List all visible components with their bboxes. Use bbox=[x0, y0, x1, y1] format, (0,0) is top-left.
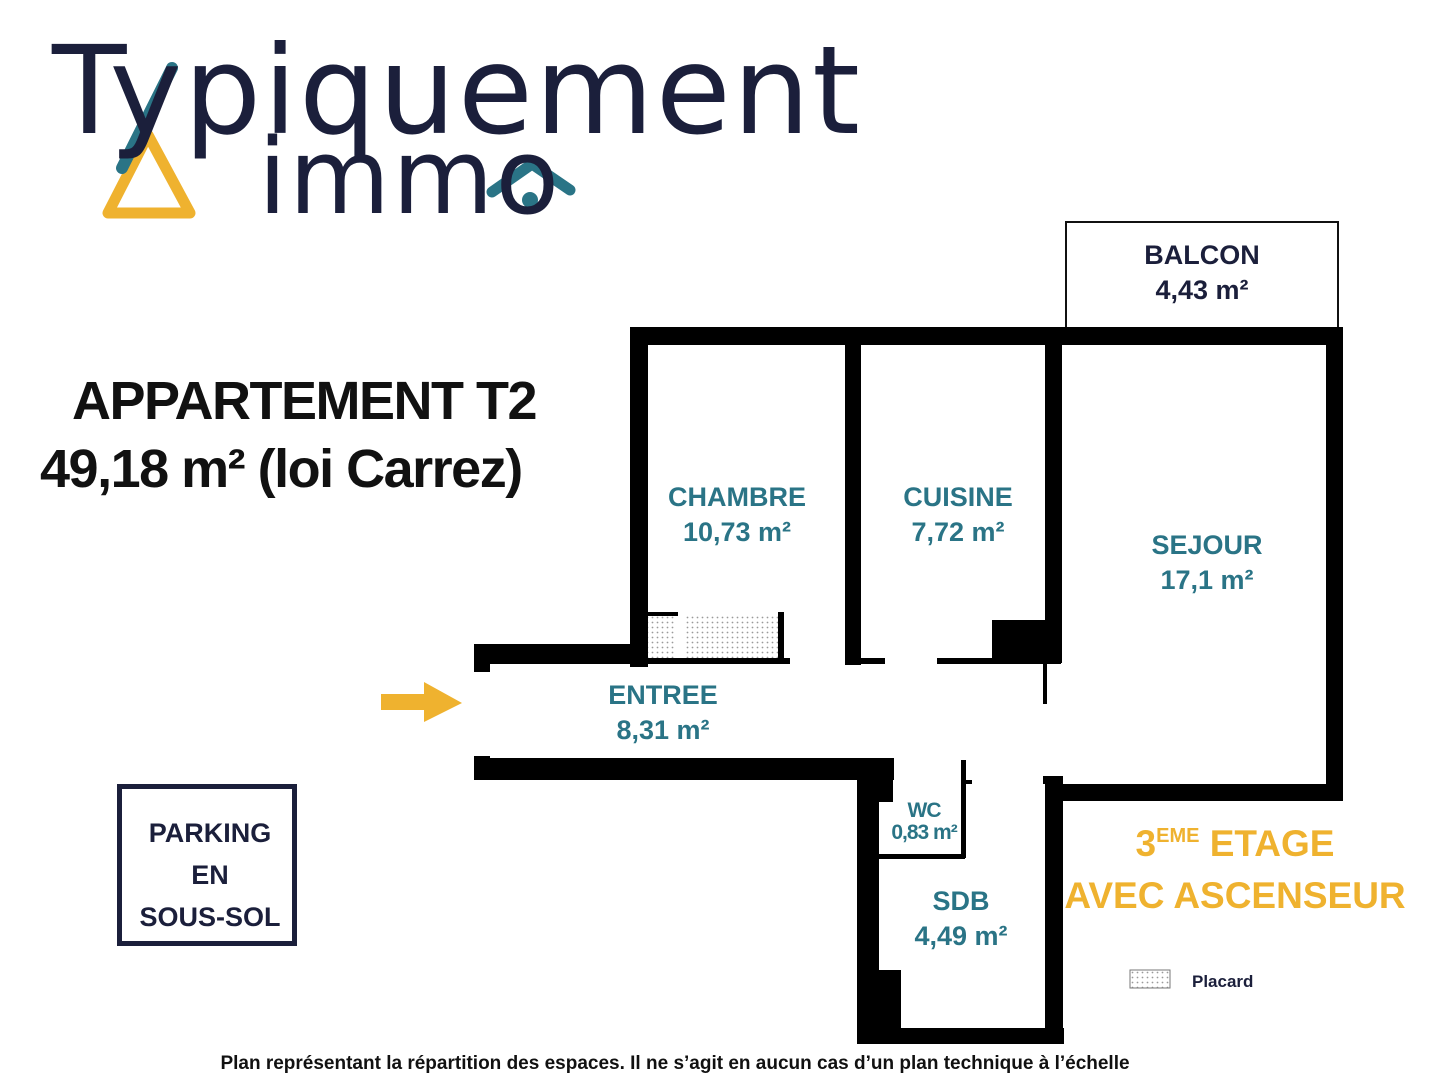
disclaimer: Plan représentant la répartition des esp… bbox=[220, 1053, 1130, 1074]
floor-suffix: EME bbox=[1156, 825, 1200, 847]
closet-pattern-icon bbox=[1129, 969, 1171, 989]
walls bbox=[474, 327, 1343, 1044]
logo-subword: immo bbox=[258, 116, 562, 238]
parking-line: PARKING bbox=[148, 818, 272, 848]
room-entree: ENTREE 8,31 m² bbox=[563, 678, 763, 748]
floor-label: ETAGE bbox=[1209, 823, 1335, 864]
room-name: BALCON bbox=[1144, 240, 1260, 270]
room-cuisine: CUISINE 7,72 m² bbox=[868, 480, 1048, 550]
house-icon bbox=[486, 158, 576, 208]
room-area: 4,43 m² bbox=[1155, 275, 1249, 306]
room-name: WC bbox=[907, 799, 942, 822]
parking-line: SOUS-SOL bbox=[139, 902, 281, 932]
floor-number: 3 bbox=[1135, 823, 1157, 864]
room-area: 8,31 m² bbox=[616, 715, 710, 746]
room-wc: WC 0,83 m² bbox=[876, 799, 972, 845]
floor-info: 3EME ETAGE AVEC ASCENSEUR bbox=[1060, 810, 1410, 922]
room-area: 0,83 m² bbox=[891, 821, 957, 845]
room-area: 4,49 m² bbox=[914, 921, 1008, 952]
parking-line: EN bbox=[191, 860, 229, 890]
logo-wordmark: Typiquement bbox=[52, 20, 862, 162]
property-type: APPARTEMENT T2 bbox=[72, 371, 538, 431]
room-name: SDB bbox=[932, 886, 990, 916]
elevator-note: AVEC ASCENSEUR bbox=[1064, 875, 1406, 916]
room-area: 17,1 m² bbox=[1160, 565, 1254, 596]
placard-entree bbox=[648, 616, 676, 658]
room-name: SEJOUR bbox=[1151, 530, 1263, 560]
parking-box bbox=[117, 784, 297, 946]
room-area: 7,72 m² bbox=[911, 517, 1005, 548]
placard-chambre bbox=[684, 616, 778, 658]
room-sdb: SDB 4,49 m² bbox=[880, 884, 1042, 954]
teepee-icon bbox=[102, 62, 196, 219]
room-name: CHAMBRE bbox=[668, 482, 806, 512]
legend-label: Placard bbox=[1192, 972, 1254, 991]
parking-label: PARKING EN SOUS-SOL bbox=[117, 812, 303, 938]
room-area: 10,73 m² bbox=[682, 517, 792, 548]
property-area: 49,18 m² (loi Carrez) bbox=[40, 439, 523, 499]
room-name: CUISINE bbox=[903, 482, 1013, 512]
room-sejour: SEJOUR 17,1 m² bbox=[1107, 528, 1307, 598]
floor-line: 3EME ETAGE bbox=[1060, 810, 1410, 870]
entry-arrow-icon bbox=[381, 682, 462, 722]
room-name: ENTREE bbox=[608, 680, 718, 710]
room-balcon: BALCON 4,43 m² bbox=[1100, 238, 1304, 308]
room-chambre: CHAMBRE 10,73 m² bbox=[648, 480, 826, 550]
